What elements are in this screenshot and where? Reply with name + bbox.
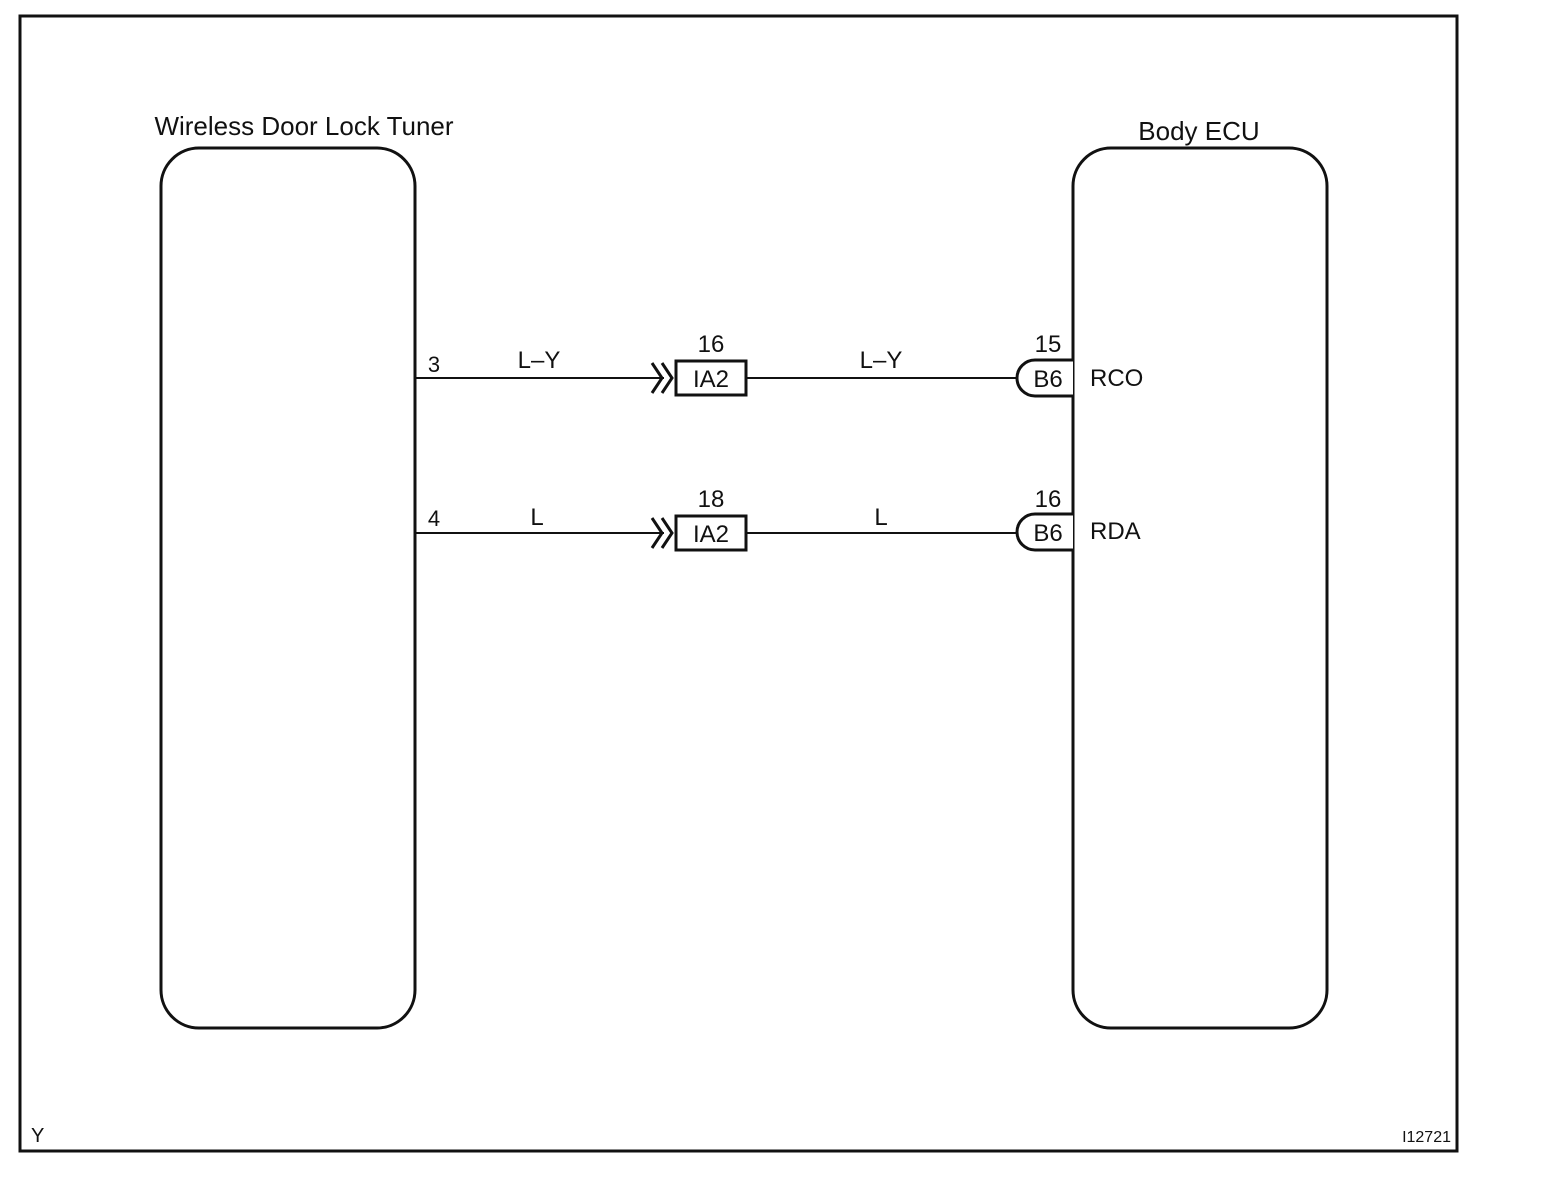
junction-pin-number: 16 [698, 331, 725, 358]
junction-connector-label: IA2 [693, 366, 729, 393]
ecu-terminal-name: RDA [1090, 518, 1141, 545]
ecu-pin-number: 15 [1035, 331, 1062, 358]
wire-color-code-left: L [530, 504, 543, 531]
connector-chevron-icon [650, 517, 674, 549]
figure-id: I12721 [1402, 1129, 1451, 1146]
tuner-body [159, 146, 417, 1030]
wire-color-code-right: L–Y [860, 347, 903, 374]
junction-connector-label: IA2 [693, 521, 729, 548]
tuner-pin-number: 3 [428, 352, 440, 377]
ecu-pin-number: 16 [1035, 486, 1062, 513]
junction-connector-box [674, 359, 748, 397]
tuner-title: Wireless Door Lock Tuner [154, 111, 453, 141]
wire-rco: 3 L–Y IA2 16 L–Y B6 15 RCO [415, 331, 1143, 398]
ecu-body [1071, 146, 1329, 1030]
connector-chevron-icon [650, 362, 674, 394]
wire-color-code-right: L [874, 504, 887, 531]
tuner-pin-number: 4 [428, 506, 440, 531]
ecu-connector-shape [1015, 358, 1073, 398]
wire-rda: 4 L IA2 18 L B6 16 RDA [415, 486, 1141, 552]
ecu-connector-label: B6 [1033, 520, 1062, 547]
diagram-frame [18, 14, 1459, 1153]
footer-left-code: Y [31, 1125, 44, 1147]
wireless-door-lock-tuner: Wireless Door Lock Tuner [154, 111, 454, 1030]
body-ecu: Body ECU [1071, 116, 1329, 1030]
ecu-connector-label: B6 [1033, 366, 1062, 393]
wire-color-code-left: L–Y [518, 347, 561, 374]
ecu-connector-shape [1015, 512, 1073, 552]
ecu-title: Body ECU [1138, 116, 1259, 146]
junction-pin-number: 18 [698, 486, 725, 513]
ecu-terminal-name: RCO [1090, 365, 1143, 392]
